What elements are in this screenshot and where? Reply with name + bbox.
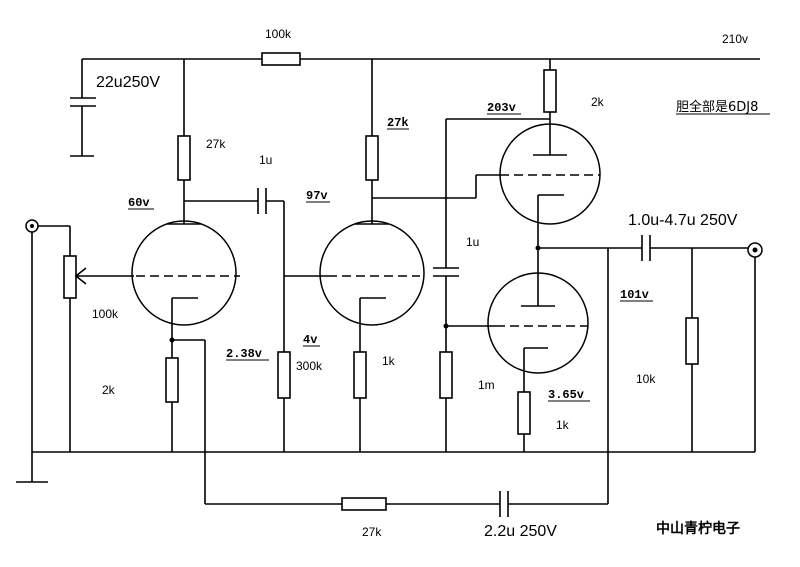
feedback-cap-label: 2.2u 250V [484,523,557,540]
output-grid-resistor-label: 1m [478,378,495,392]
filter-cap-label: 22u250V [96,74,160,91]
output-coupling-network [433,118,550,452]
tube-3 [499,59,601,248]
stage2-grid-resistor-label: 300k [296,359,323,373]
coupling-cap-1-label: 1u [259,153,272,167]
stage2-plate-resistor-label: 27k [387,116,409,130]
top-plate-resistor-label: 2k [591,95,605,109]
decoupling-resistor [261,52,301,66]
tube-2 [319,59,500,452]
tube-type-note: 胆全部是6DJ8 [676,99,758,115]
stage1-cathode-resistor [165,357,179,403]
output-cathode-voltage-label: 3.65v [548,388,584,402]
stage2-grid-resistor [277,351,291,399]
decoupling-resistor-label: 100k [265,27,292,41]
supply-rail [70,52,760,157]
output-cap-label: 1.0u-4.7u 250V [628,212,738,229]
stage1-plate-voltage-label: 60v [128,196,150,210]
tube-4 [487,248,589,452]
output-cathode-resistor [517,391,531,435]
feedback-resistor [341,497,387,511]
feedback-resistor-label: 27k [362,525,382,539]
output-plate-resistor [543,69,557,113]
coupling-cap-1 [184,188,328,452]
output-section [535,235,763,504]
output-cathode-resistor-label: 1k [556,418,570,432]
input-section [25,219,134,452]
stage2-plate-voltage-label: 97v [306,189,328,203]
credit-note: 中山青柠电子 [656,520,740,537]
feedback-network [205,491,608,517]
output-load-resistor [685,317,699,365]
output-mid-voltage-label: 101v [620,288,649,302]
stage1-plate-resistor [177,135,191,181]
wiper-arrow-icon [74,267,87,285]
stage2-cathode-resistor-label: 1k [382,354,396,368]
ground-rail [16,451,755,483]
output-grid-resistor [439,351,453,399]
stage2-plate-resistor [365,135,379,181]
stage2-cathode-voltage-label: 4v [303,333,317,347]
input-potentiometer [63,255,77,299]
supply-voltage-label: 210v [722,32,748,46]
stage1-cathode-resistor-label: 2k [102,383,116,397]
output-coupling-cap-label: 1u [466,235,479,249]
top-plate-voltage-label: 203v [487,101,516,115]
stage1-plate-resistor-label: 27k [206,137,226,151]
input-pot-label: 100k [92,307,119,321]
output-load-resistor-label: 10k [636,372,656,386]
stage2-cathode-resistor [353,351,367,399]
tube-1 [131,59,240,504]
stage2-grid-voltage-label: 2.38v [226,347,262,361]
